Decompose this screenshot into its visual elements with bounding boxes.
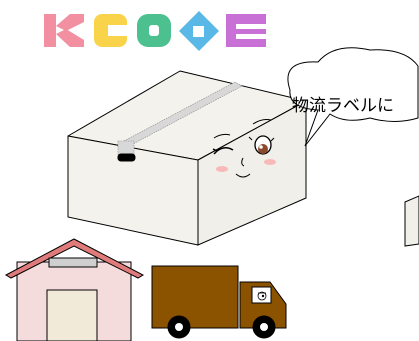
right-blush [264, 159, 276, 165]
box-side-face [197, 100, 307, 246]
warehouse-window [48, 257, 98, 268]
partial-box [404, 195, 419, 247]
nose [241, 157, 245, 167]
warehouse-door [46, 289, 98, 341]
truck-cargo [151, 265, 239, 329]
logo-letter-k [44, 14, 84, 47]
pupil-highlight [259, 145, 263, 149]
winking-eye [212, 147, 234, 155]
packing-tape [123, 81, 243, 146]
speech-bubble: 物流ラベルに [287, 47, 419, 147]
front-wheel [252, 315, 276, 339]
speech-bubble-text: 物流ラベルに [292, 96, 394, 116]
box-face [212, 119, 276, 178]
warehouse [4, 238, 145, 341]
rear-wheel [167, 315, 191, 339]
eyelash [248, 136, 275, 142]
kcode-logo [44, 11, 266, 51]
truck-driver [257, 291, 267, 301]
handle-slot [117, 153, 136, 162]
iris [258, 144, 268, 154]
left-blush [216, 166, 228, 172]
logo-letter-d [179, 11, 219, 51]
logo-letter-o [137, 14, 171, 47]
delivery-truck [151, 265, 287, 339]
smile [235, 173, 251, 178]
left-eyebrow [213, 133, 231, 139]
warehouse-roof [4, 238, 145, 279]
logo-letter-c [94, 14, 128, 47]
logo-letter-e [226, 14, 266, 47]
box-character [67, 70, 307, 246]
speech-bubble-shape [287, 47, 419, 147]
right-eyebrow [252, 119, 272, 125]
